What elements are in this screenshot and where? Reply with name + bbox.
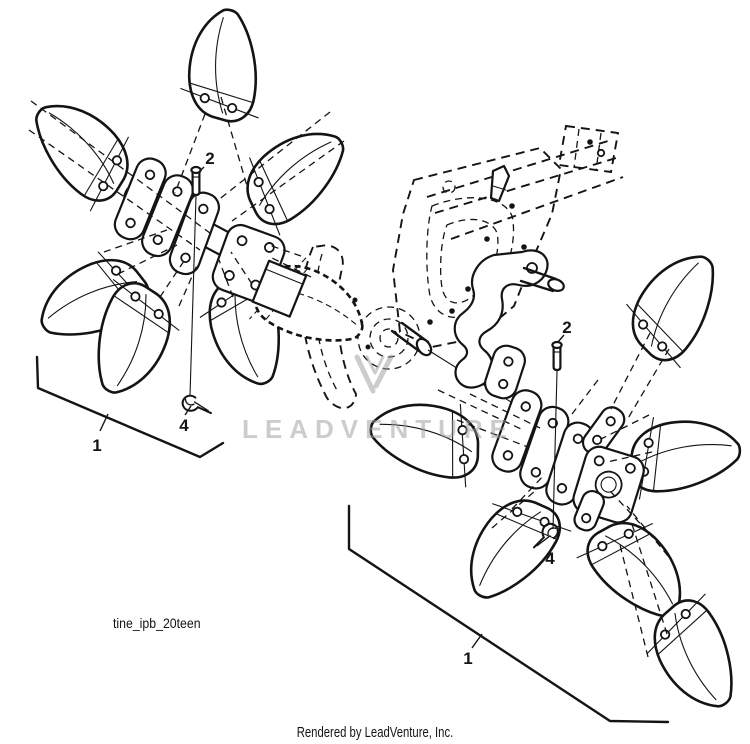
handlebar-stub [489,164,511,203]
assembly-bracket-line-right [347,504,670,724]
callout-cotter-right: 4 [545,549,555,568]
left-tine-assembly [12,5,381,409]
tine-blade [609,234,740,374]
tine-blade [177,5,268,125]
leader-lines-right [437,332,670,658]
clevis-pin [551,340,563,372]
callout-pin-right: 2 [562,318,571,337]
image-label: tine_ipb_20teen [113,615,201,631]
callout-ticks [99,166,565,649]
assembly-bracket-line-left [35,355,225,459]
tiller-housing-phantom [301,124,624,409]
right-tine-assembly [361,234,750,727]
footer-credit: Rendered by LeadVenture, Inc. [297,724,454,741]
handlebar-bracket-phantom [557,124,620,174]
tine-blade [225,105,365,240]
tine-axle-stub [390,329,421,353]
image-label-group: tine_ipb_20teen [113,615,201,631]
square-tube-end [251,259,308,318]
fasteners [179,165,563,551]
right-tine-hub [487,385,645,532]
callout-assembly-right: 1 [463,649,472,668]
tine-blade [623,405,746,502]
leadventure-watermark: LEADVENTURE [242,354,514,444]
footer-credit-group: Rendered by LeadVenture, Inc. [297,724,454,741]
callout-assembly-left: 1 [92,436,101,455]
bracket-foot-plate [484,344,526,400]
callout-pin-left: 2 [205,149,214,168]
watermark-text: LEADVENTURE [242,414,514,444]
callout-cotter-left: 4 [179,416,189,435]
leader-lines-left [28,96,345,307]
leadventure-v-logo-icon [354,354,376,394]
